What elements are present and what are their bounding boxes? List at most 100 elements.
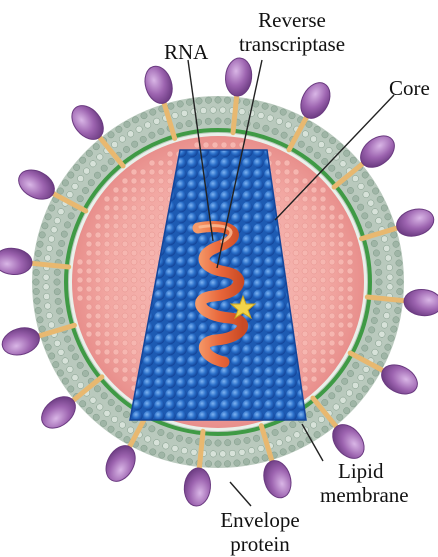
matrix-dot — [86, 268, 92, 274]
matrix-dot — [122, 322, 128, 328]
matrix-dot — [131, 304, 137, 310]
capsid-bead — [187, 367, 197, 377]
matrix-dot — [131, 340, 137, 346]
matrix-dot — [122, 376, 128, 382]
lipid-head-dot — [124, 121, 130, 127]
lipid-head-dot — [39, 326, 45, 332]
capsid-bead — [242, 169, 252, 179]
matrix-dot — [284, 196, 290, 202]
matrix-dot — [329, 331, 335, 337]
lipid-head-dot — [314, 126, 320, 132]
lipid-head-dot — [356, 393, 362, 399]
matrix-dot — [311, 196, 317, 202]
capsid-bead — [231, 400, 241, 410]
lipid-head-dot — [53, 361, 59, 367]
lipid-head-dot — [387, 274, 393, 280]
capsid-bead — [264, 246, 274, 256]
lipid-head-dot — [352, 382, 358, 388]
lipid-head-dot — [376, 289, 382, 295]
capsid-bead — [286, 400, 296, 410]
lipid-head-dot — [258, 112, 264, 118]
capsid-bead — [231, 345, 241, 355]
lipid-head-dot — [329, 165, 335, 171]
matrix-dot — [95, 286, 101, 292]
capsid-bead — [198, 400, 208, 410]
capsid-bead — [176, 202, 186, 212]
lipid-head-dot — [393, 241, 399, 247]
lipid-head-dot — [101, 165, 107, 171]
matrix-dot — [293, 232, 299, 238]
lipid-head-dot — [344, 150, 350, 156]
matrix-dot — [104, 331, 110, 337]
capsid-bead — [209, 367, 219, 377]
matrix-dot — [167, 160, 173, 166]
matrix-dot — [311, 232, 317, 238]
lipid-head-dot — [108, 426, 114, 432]
capsid-bead — [209, 389, 219, 399]
capsid-bead — [154, 389, 164, 399]
capsid-bead — [143, 378, 153, 388]
capsid-bead — [253, 312, 263, 322]
lipid-head-dot — [86, 408, 92, 414]
capsid-bead — [253, 213, 263, 223]
lipid-head-dot — [373, 250, 379, 256]
capsid-bead — [264, 290, 274, 300]
envelope-protein-knob — [183, 467, 213, 507]
capsid-bead — [176, 334, 186, 344]
capsid-bead — [176, 224, 186, 234]
lipid-head-dot — [80, 401, 86, 407]
matrix-dot — [122, 178, 128, 184]
matrix-dot — [113, 313, 119, 319]
lipid-head-dot — [220, 107, 226, 113]
lipid-head-dot — [367, 180, 373, 186]
matrix-dot — [329, 259, 335, 265]
matrix-dot — [329, 250, 335, 256]
matrix-dot — [311, 187, 317, 193]
lipid-head-dot — [62, 358, 68, 364]
matrix-dot — [122, 268, 128, 274]
capsid-bead — [154, 301, 164, 311]
capsid-bead — [198, 279, 208, 289]
lipid-head-dot — [57, 370, 63, 376]
matrix-dot — [158, 187, 164, 193]
capsid-bead — [198, 158, 208, 168]
matrix-dot — [212, 142, 218, 148]
lipid-head-dot — [285, 436, 291, 442]
matrix-dot — [149, 259, 155, 265]
lipid-head-dot — [262, 455, 268, 461]
lipid-head-dot — [80, 157, 86, 163]
matrix-dot — [95, 331, 101, 337]
lipid-head-dot — [372, 188, 378, 194]
matrix-dot — [131, 196, 137, 202]
capsid-bead — [154, 345, 164, 355]
lipid-head-dot — [127, 427, 133, 433]
lipid-head-dot — [368, 200, 374, 206]
capsid-bead — [275, 301, 285, 311]
matrix-dot — [293, 268, 299, 274]
matrix-dot — [104, 268, 110, 274]
capsid-bead — [187, 169, 197, 179]
lipid-head-dot — [367, 378, 373, 384]
matrix-dot — [329, 286, 335, 292]
lipid-head-dot — [385, 255, 391, 261]
lipid-head-dot — [302, 131, 308, 137]
lipid-head-dot — [55, 298, 61, 304]
matrix-dot — [131, 250, 137, 256]
lipid-head-dot — [290, 421, 296, 427]
matrix-dot — [104, 250, 110, 256]
lipid-head-dot — [262, 103, 268, 109]
lipid-head-dot — [51, 227, 57, 233]
matrix-dot — [140, 196, 146, 202]
matrix-dot — [104, 322, 110, 328]
lipid-head-dot — [172, 112, 178, 118]
lipid-head-dot — [322, 426, 328, 432]
lipid-head-dot — [67, 366, 73, 372]
lipid-head-dot — [372, 370, 378, 376]
capsid-bead — [165, 356, 175, 366]
lipid-head-dot — [97, 404, 103, 410]
matrix-dot — [311, 250, 317, 256]
matrix-dot — [302, 385, 308, 391]
matrix-dot — [131, 277, 137, 283]
lipid-head-dot — [168, 103, 174, 109]
lipid-head-dot — [108, 158, 114, 164]
